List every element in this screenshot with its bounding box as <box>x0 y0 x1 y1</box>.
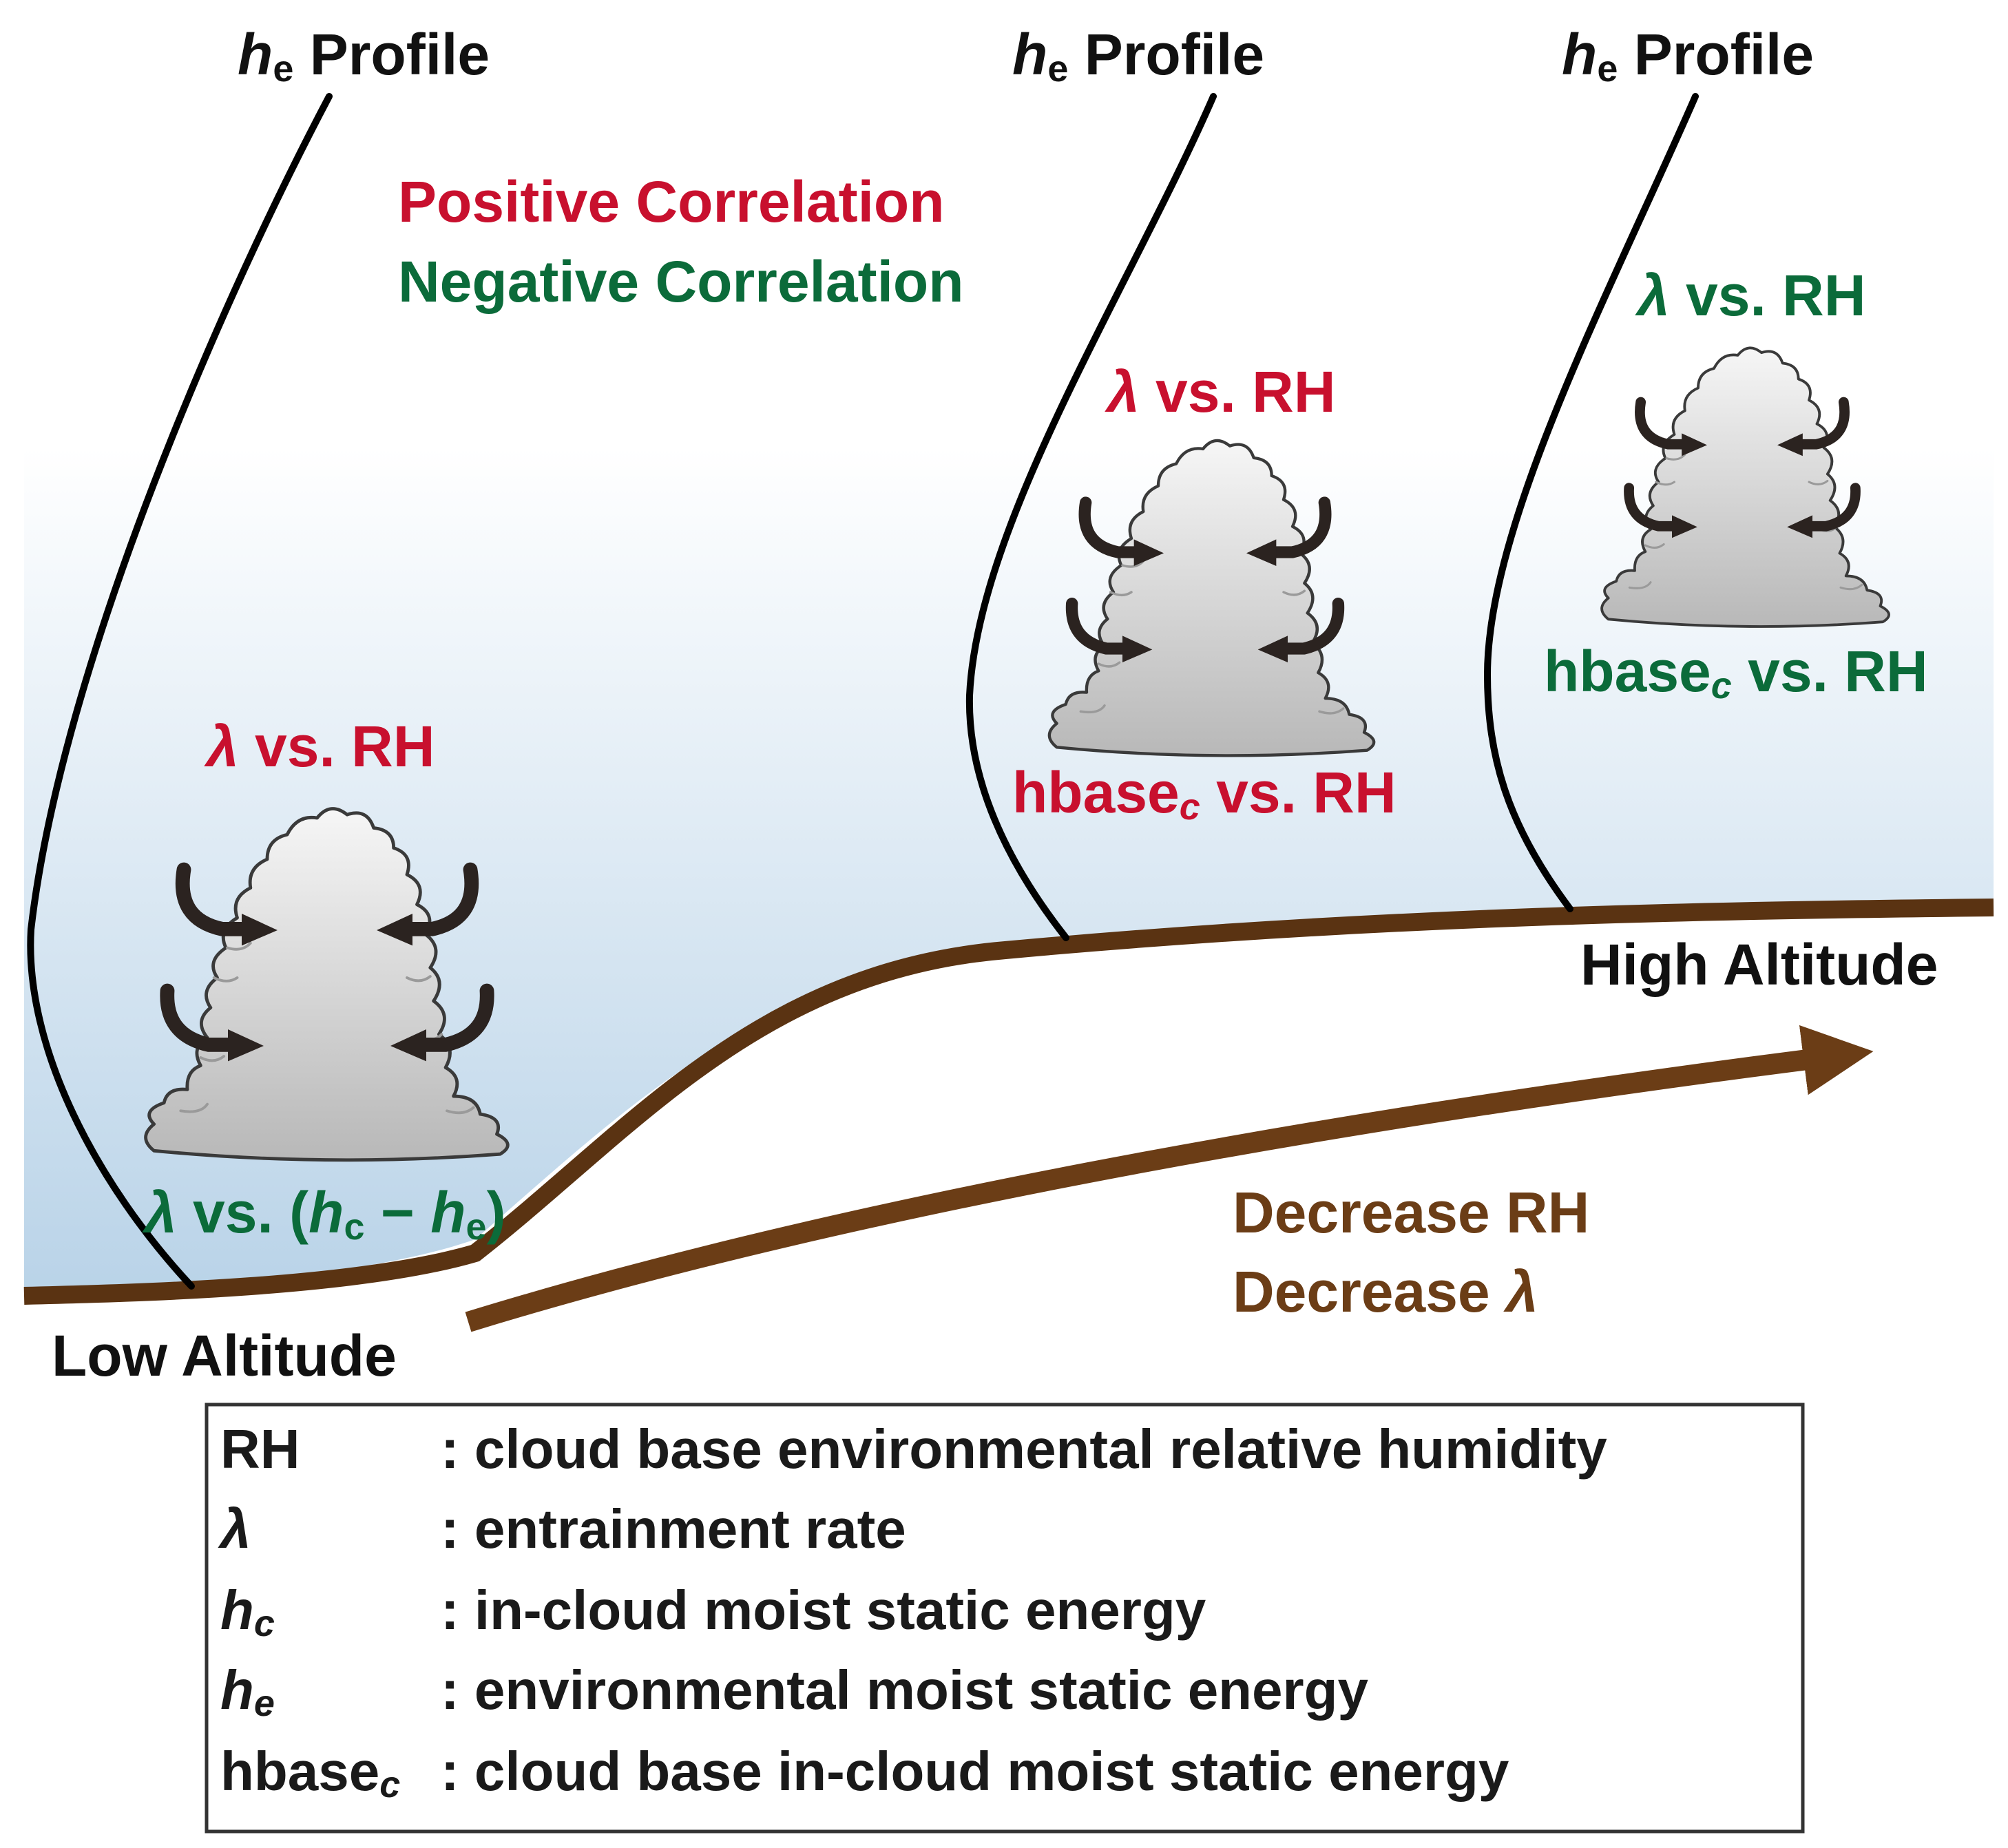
cloud-high-bottom-label: hbasec vs. RH <box>1544 639 1928 706</box>
he-profile-curve-mid <box>965 93 1217 941</box>
sky-region <box>24 262 1994 1294</box>
legend-desc-he: : environmental moist static energy <box>441 1659 1369 1721</box>
trend-decrease-rh: Decrease RH <box>1233 1180 1589 1245</box>
profile-title-right: he Profile <box>1562 22 1814 90</box>
profile-title-left: he Profile <box>238 22 490 90</box>
terrain-line <box>23 899 1994 1305</box>
cloud-mid-top-label: λ vs. RH <box>1105 359 1336 424</box>
legend-symbol-hbasec: hbasec <box>220 1741 400 1805</box>
legend-symbol-he: he <box>220 1659 275 1724</box>
cloud-low-top-label: λ vs. RH <box>204 714 435 779</box>
legend-desc-lambda: : entrainment rate <box>441 1498 906 1560</box>
trend-decrease-lambda: Decrease λ <box>1233 1259 1538 1324</box>
legend-symbol-hc: hc <box>220 1579 275 1644</box>
high-altitude-label: High Altitude <box>1580 932 1938 997</box>
legend-box: RH : cloud base environmental relative h… <box>205 1403 1805 1834</box>
low-altitude-label: Low Altitude <box>52 1323 397 1388</box>
legend-frame <box>205 1403 1805 1834</box>
profile-title-mid: he Profile <box>1012 22 1264 90</box>
legend-desc-hbasec: : cloud base in-cloud moist static energ… <box>441 1741 1509 1802</box>
key-negative-correlation: Negative Correlation <box>398 249 964 314</box>
cloud-low-bottom-label: λ vs. (hc − he) <box>142 1180 506 1248</box>
trend-arrow <box>465 1025 1874 1332</box>
he-profile-curve-right <box>1483 93 1699 912</box>
key-positive-correlation: Positive Correlation <box>398 169 945 234</box>
legend-desc-rh: : cloud base environmental relative humi… <box>441 1418 1607 1480</box>
legend-desc-hc: : in-cloud moist static energy <box>441 1579 1206 1641</box>
legend-symbol-lambda: λ <box>218 1498 251 1560</box>
cloud-mid-bottom-label: hbasec vs. RH <box>1012 760 1397 828</box>
he-profile-curve-left <box>27 93 333 1290</box>
cloud-high-top-label: λ vs. RH <box>1635 263 1866 328</box>
legend-symbol-rh: RH <box>220 1418 300 1480</box>
